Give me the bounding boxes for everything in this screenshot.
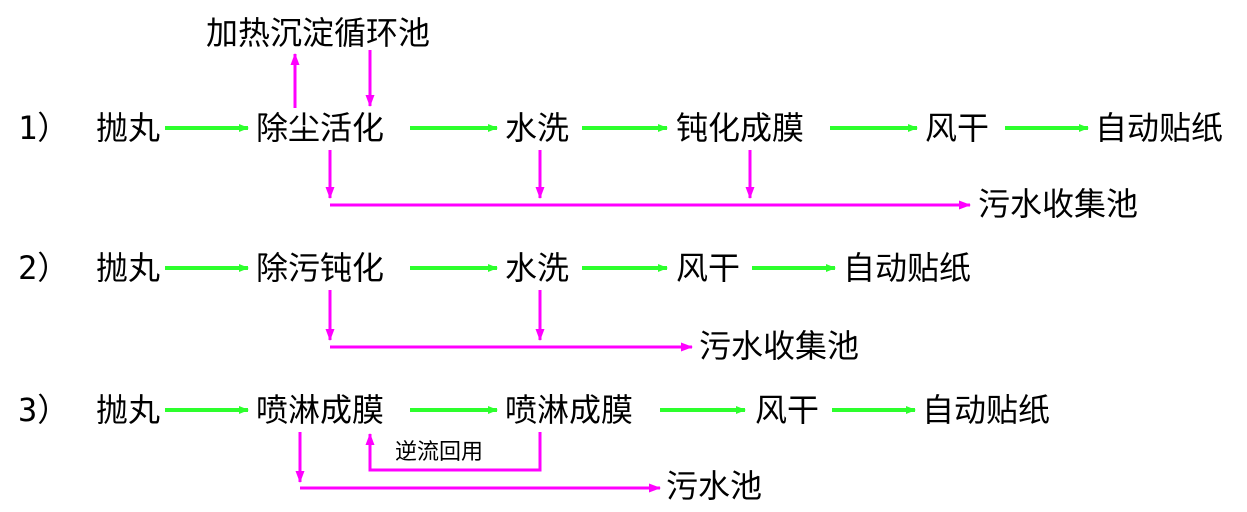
p1-step-auto-labeling: 自动贴纸 [1095, 109, 1224, 147]
p2-step-auto-labeling: 自动贴纸 [843, 249, 972, 287]
p1-step-passivation-film: 钝化成膜 [676, 109, 805, 147]
p3-step-spray-film-2: 喷淋成膜 [505, 391, 634, 429]
p2-sewage-tank: 污水收集池 [699, 327, 860, 365]
p3-step-air-dry: 风干 [755, 391, 820, 429]
p2-step-water-wash: 水洗 [505, 249, 570, 287]
p1-step-water-wash: 水洗 [505, 109, 570, 147]
process-3-label: 3） [18, 391, 70, 429]
process-2-label: 2） [18, 249, 70, 287]
p2-step-degrease-passivation: 除污钝化 [256, 249, 385, 287]
p2-step-shot-blasting: 抛丸 [96, 249, 161, 287]
p1-step-air-dry: 风干 [925, 109, 990, 147]
p2-step-air-dry: 风干 [676, 249, 741, 287]
p3-step-spray-film-1: 喷淋成膜 [256, 391, 385, 429]
p3-step-shot-blasting: 抛丸 [96, 391, 161, 429]
p1-step-shot-blasting: 抛丸 [96, 109, 161, 147]
p3-sewage-tank: 污水池 [666, 467, 763, 505]
p3-reflux-label: 逆流回用 [395, 440, 484, 465]
p1-step-dust-removal-activation: 除尘活化 [256, 109, 385, 147]
p3-reflux-loop [365, 432, 542, 472]
p3-step-auto-labeling: 自动贴纸 [922, 391, 1051, 429]
process-1-label: 1） [18, 109, 70, 147]
p1-sewage-tank: 污水收集池 [978, 185, 1139, 223]
circulation-tank-label: 加热沉淀循环池 [206, 14, 431, 52]
